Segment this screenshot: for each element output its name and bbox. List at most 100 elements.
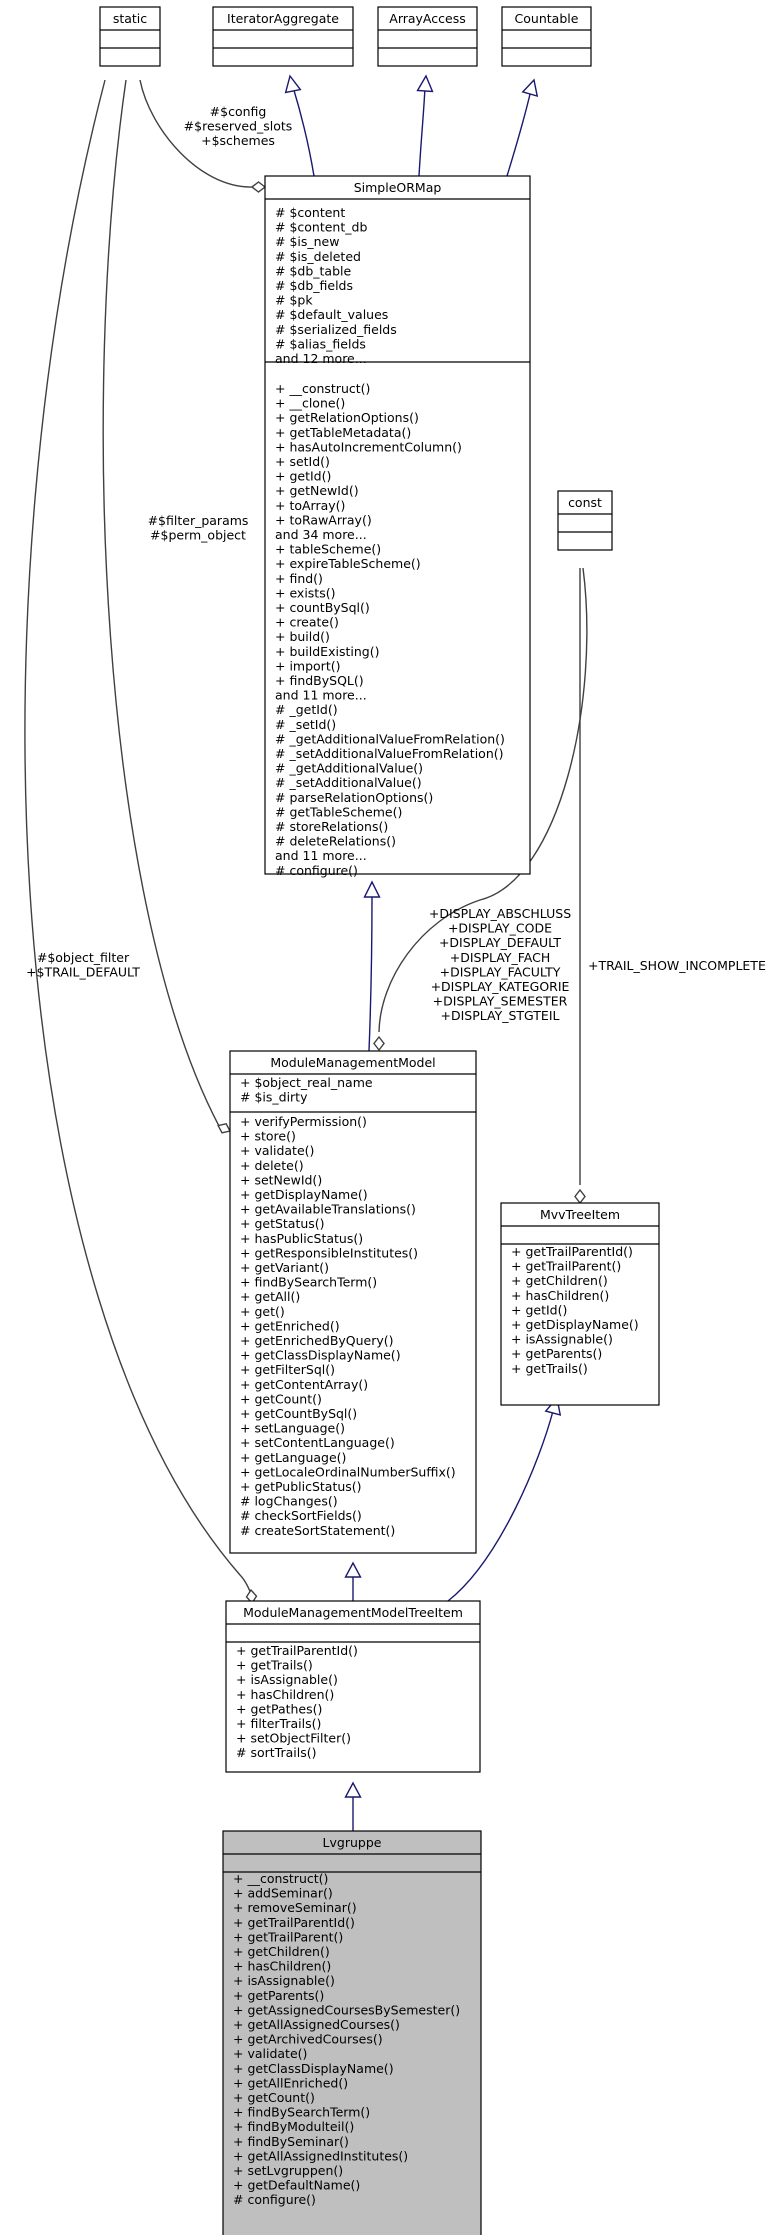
edge-labels-static-tree-item: #$object_filter+$TRAIL_DEFAULT <box>26 950 140 980</box>
class-method: + getTrailParentId() <box>511 1244 633 1259</box>
class-method: + getCountBySql() <box>240 1406 357 1421</box>
class-method: + build() <box>275 629 330 644</box>
class-method: + exists() <box>275 585 335 600</box>
class-box <box>225 1600 481 1773</box>
class-method: + getTrailParentId() <box>233 1915 355 1930</box>
class-method: and 34 more... <box>275 527 367 542</box>
class-attribute: # $is_deleted <box>275 249 361 264</box>
class-method: + getCount() <box>233 2090 315 2105</box>
class-method: + setLvgruppen() <box>233 2163 343 2178</box>
class-simple-orm-map: SimpleORMap# $content# $content_db# $is_… <box>264 175 531 878</box>
class-attribute: # $serialized_fields <box>275 322 397 337</box>
class-method: + getTrailParent() <box>511 1259 621 1274</box>
class-mvv-tree-item: MvvTreeItem + getTrailParentId()+ getTrai… <box>500 1202 660 1406</box>
edge-label: #$filter_params <box>148 513 249 528</box>
edge-label: +$schemes <box>201 133 275 148</box>
class-method: # _getAdditionalValueFromRelation() <box>275 731 505 746</box>
class-method: + getDisplayName() <box>240 1187 368 1202</box>
class-method: + getNewId() <box>275 483 359 498</box>
edge-labels-const-module-management-model: +DISPLAY_ABSCHLUSS+DISPLAY_CODE+DISPLAY_… <box>429 906 571 1023</box>
class-method: + getAllAssignedCourses() <box>233 2017 400 2032</box>
edge-label: +DISPLAY_KATEGORIE <box>431 979 570 994</box>
inheritance-edge-simple-orm-map-to-countable <box>506 89 532 177</box>
class-method: + hasChildren() <box>511 1288 609 1303</box>
class-name: ArrayAccess <box>389 11 465 26</box>
class-name: IteratorAggregate <box>227 11 339 26</box>
class-method: + expireTableScheme() <box>275 556 421 571</box>
edge-label: +DISPLAY_DEFAULT <box>439 935 561 950</box>
class-method: # deleteRelations() <box>275 834 396 849</box>
class-method: + findBySQL() <box>275 673 364 688</box>
class-method: # configure() <box>233 2192 316 2207</box>
class-name: ModuleManagementModel <box>270 1055 435 1070</box>
inheritance-edge-simple-orm-map-to-array-access <box>418 86 426 177</box>
class-method: + getId() <box>275 469 331 484</box>
inheritance-arrowhead <box>416 74 434 93</box>
class-attribute: # $content_db <box>275 220 367 235</box>
inheritance-arrowhead <box>344 1781 362 1798</box>
class-method: + hasPublicStatus() <box>240 1231 363 1246</box>
class-box <box>501 6 592 67</box>
class-method: + getResponsibleInstitutes() <box>240 1245 418 1260</box>
edge-labels-static-simple-orm-map: #$config#$reserved_slots+$schemes <box>184 104 293 148</box>
class-box <box>99 6 161 67</box>
aggregation-diamond <box>250 181 267 193</box>
class-method: + setContentLanguage() <box>240 1435 395 1450</box>
class-method: # _getId() <box>275 702 338 717</box>
class-method: + getId() <box>511 1302 567 1317</box>
class-box <box>229 1050 477 1554</box>
class-attribute: # $content <box>275 205 345 220</box>
class-method: + getClassDisplayName() <box>233 2061 394 2076</box>
edge-labels-const-mvv-tree-item: +TRAIL_SHOW_INCOMPLETE <box>588 958 766 973</box>
aggregation-diamond <box>217 1122 232 1134</box>
class-name: MvvTreeItem <box>540 1207 620 1222</box>
class-method: + create() <box>275 615 339 630</box>
class-method: + getRelationOptions() <box>275 410 419 425</box>
class-attribute: # $is_dirty <box>240 1090 308 1105</box>
class-attribute: + $object_real_name <box>240 1075 373 1090</box>
class-method: + setNewId() <box>240 1172 322 1187</box>
class-name: Countable <box>515 11 579 26</box>
class-method: + getTrailParent() <box>233 1929 343 1944</box>
class-method: # logChanges() <box>240 1494 338 1509</box>
class-const: const <box>557 490 613 551</box>
class-method: + getLocaleOrdinalNumberSuffix() <box>240 1464 456 1479</box>
class-method: + getAll() <box>240 1289 300 1304</box>
class-method: + getDefaultName() <box>233 2178 360 2193</box>
class-module-management-model: ModuleManagementModel + $object_real_name… <box>229 1050 477 1554</box>
class-iterator-aggregate: IteratorAggregate <box>212 6 354 67</box>
class-method: # storeRelations() <box>275 819 388 834</box>
edge-label: #$perm_object <box>150 528 246 543</box>
class-attribute: and 12 more... <box>275 351 367 366</box>
edge-label: +DISPLAY_SEMESTER <box>433 994 568 1009</box>
class-box <box>500 1202 660 1406</box>
class-method: + isAssignable() <box>511 1332 613 1347</box>
class-method: + get() <box>240 1304 285 1319</box>
class-attribute: # $is_new <box>275 234 339 249</box>
association-edge-static-to-module-management-model <box>102 79 220 1127</box>
class-method: + filterTrails() <box>236 1716 321 1731</box>
class-method: + getEnriched() <box>240 1318 340 1333</box>
class-method: + getTrails() <box>236 1658 313 1673</box>
class-method: + getDisplayName() <box>511 1317 639 1332</box>
class-method: and 11 more... <box>275 688 367 703</box>
class-method: + setId() <box>275 454 330 469</box>
edge-labels: #$config#$reserved_slots+$schemes #$filte… <box>26 104 766 1023</box>
class-method: # _setId() <box>275 717 336 732</box>
class-method: + find() <box>275 571 323 586</box>
inheritance-edge-module-management-model-to-simple-orm-map <box>368 896 373 1052</box>
class-attribute: # $db_table <box>275 263 351 278</box>
class-method: + buildExisting() <box>275 644 379 659</box>
class-method: + removeSeminar() <box>233 1900 357 1915</box>
association-edge-static-to-tree-item <box>24 79 252 1596</box>
edge-label: +DISPLAY_ABSCHLUSS <box>429 906 571 921</box>
edge-label: +DISPLAY_FACH <box>450 950 550 965</box>
class-method: + getContentArray() <box>240 1377 368 1392</box>
class-method: + setLanguage() <box>240 1421 345 1436</box>
class-box <box>557 490 613 551</box>
class-method: + getCount() <box>240 1391 322 1406</box>
edge-label: +$TRAIL_DEFAULT <box>26 965 140 980</box>
class-method: # checkSortFields() <box>240 1508 362 1523</box>
class-box <box>264 175 531 875</box>
